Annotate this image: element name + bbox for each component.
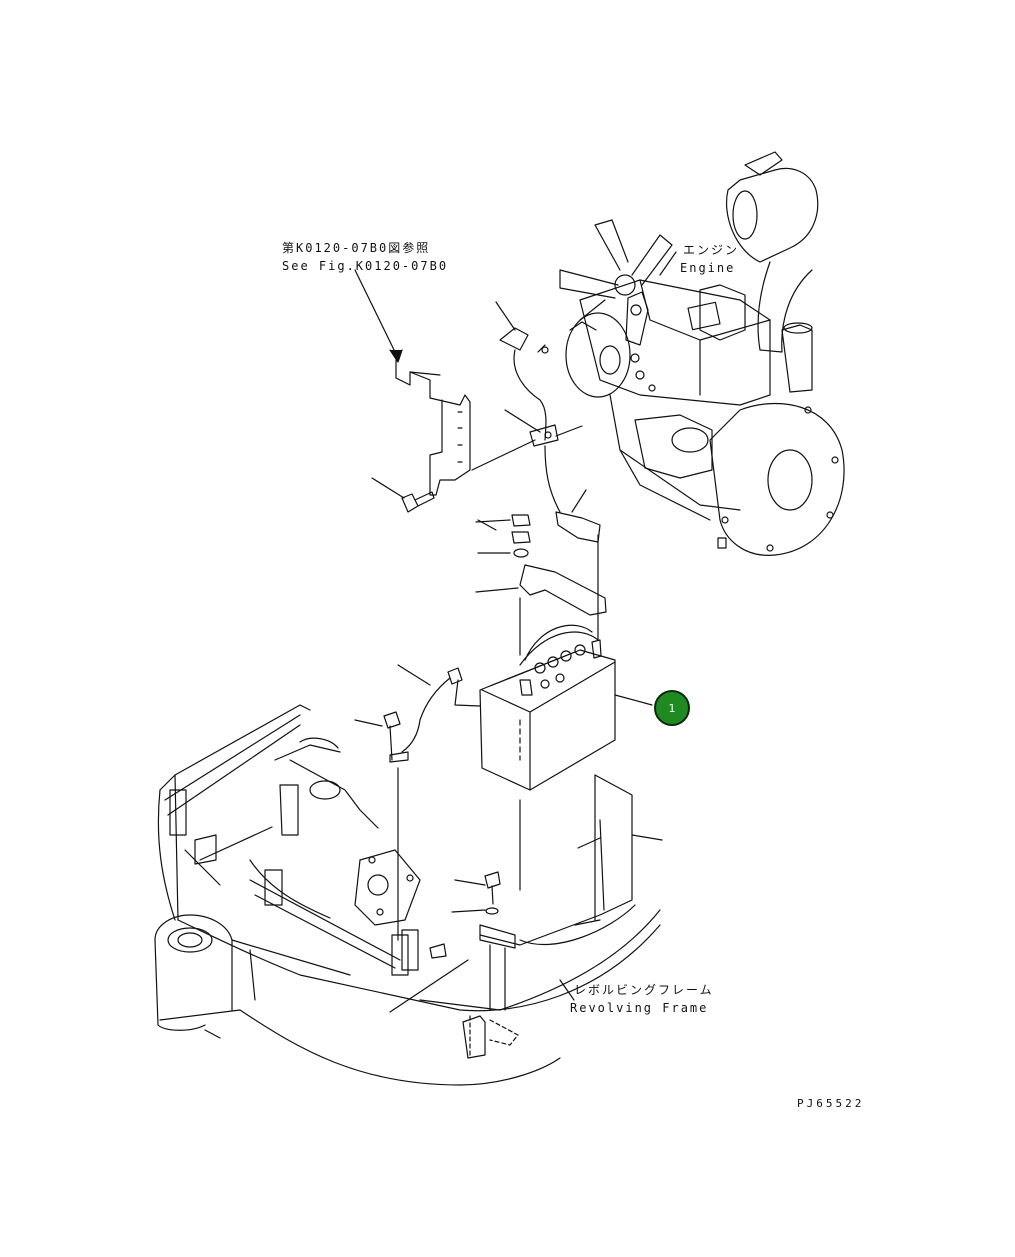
engine-assembly — [559, 151, 845, 556]
battery-hardware — [475, 514, 607, 656]
reference-figure-en-label: See Fig.K0120-07B0 — [282, 259, 449, 273]
drawing-code: PJ65522 — [797, 1097, 865, 1110]
tray-bolt — [451, 871, 501, 915]
engine-jp-label: エンジン — [683, 243, 740, 257]
callout-number: 1 — [668, 701, 676, 715]
ground-cable — [354, 664, 481, 941]
frame-leader-line — [559, 979, 575, 1001]
bracket-bolt — [371, 477, 435, 513]
reference-bracket — [354, 269, 471, 496]
revolving-frame-jp-label: レボルビングフレーム — [574, 983, 714, 997]
battery-tray — [479, 774, 663, 1011]
engine-leader-line — [659, 251, 677, 276]
wire-harness — [471, 301, 601, 641]
engine-en-label: Engine — [680, 261, 736, 275]
battery — [479, 624, 653, 791]
reference-figure-jp-label: 第K0120-07B0図参照 — [282, 241, 431, 255]
revolving-frame — [154, 704, 661, 1086]
revolving-frame-en-label: Revolving Frame — [570, 1001, 709, 1015]
callout-badge-battery[interactable]: 1 — [654, 690, 690, 726]
